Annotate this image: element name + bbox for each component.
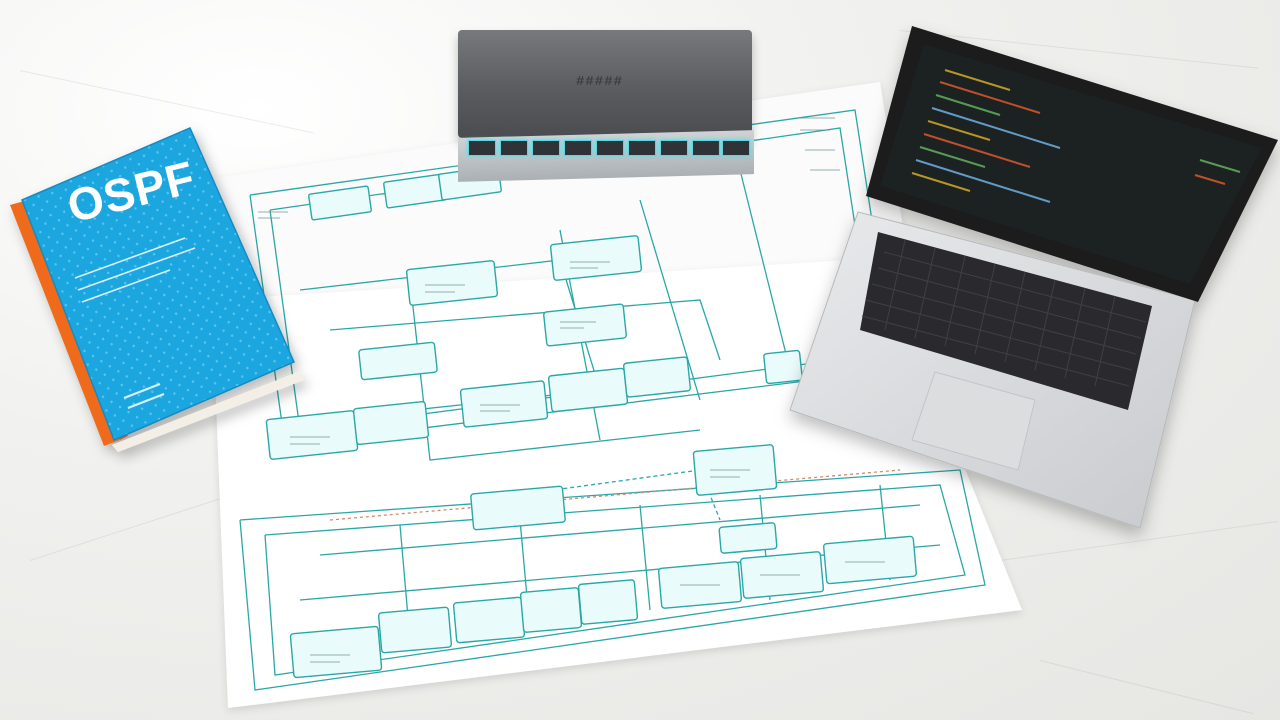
code-line [931,107,1061,149]
diagram-frame [264,484,966,676]
diagram-node [377,606,453,654]
diagram-link [639,504,651,611]
code-line [939,81,1041,114]
diagram-label-scribble [560,321,596,329]
diagram-node [543,303,627,347]
switch-port [500,140,528,156]
diagram-node [822,535,918,585]
keyboard-rows [861,251,1147,387]
switch-port [692,140,720,156]
diagram-node [459,380,549,428]
laptop-keyboard [860,232,1152,410]
diagram-node [308,185,372,221]
diagram-link [639,199,701,401]
diagram-node [549,235,643,281]
laptop-trackpad [911,371,1036,471]
diagram-link [319,504,921,556]
diagram-node [577,579,639,625]
diagram-label-scribble [310,654,350,663]
switch-port [596,140,624,156]
diagram-link [409,279,701,461]
switch-port [532,140,560,156]
code-line [915,159,1051,203]
code-line [919,146,986,168]
diagram-label-scribble [710,469,750,478]
keyboard-cols [884,239,1116,387]
diagram-label-scribble [680,561,885,586]
code-line [935,94,1001,116]
switch-logo: ##### [576,74,624,90]
diagram-link [329,469,901,521]
code-line [944,69,1011,91]
diagram-label-scribble [795,117,840,171]
code-line [1194,174,1226,185]
switch-chassis [458,30,752,138]
diagram-link [739,169,791,371]
code-line [923,133,1031,168]
diagram-node [405,260,499,306]
diagram-node [622,356,692,398]
diagram-node [718,522,778,554]
network-switch: ##### [458,30,754,182]
code-line [911,172,971,192]
diagram-node [352,400,430,446]
diagram-node [289,625,383,679]
diagram-node [470,485,566,531]
diagram-node [358,341,438,381]
diagram-node [763,349,803,385]
diagram-label-scribble [425,284,465,293]
switch-port [722,140,750,156]
switch-port [564,140,592,156]
diagram-link [329,299,721,361]
diagram-label-scribble [570,261,610,269]
laptop-screen [880,44,1262,284]
code-line [927,120,991,141]
diagram-label-scribble [480,404,520,412]
switch-port [660,140,688,156]
switch-port [468,140,496,156]
code-line [1199,159,1241,173]
switch-port [628,140,656,156]
